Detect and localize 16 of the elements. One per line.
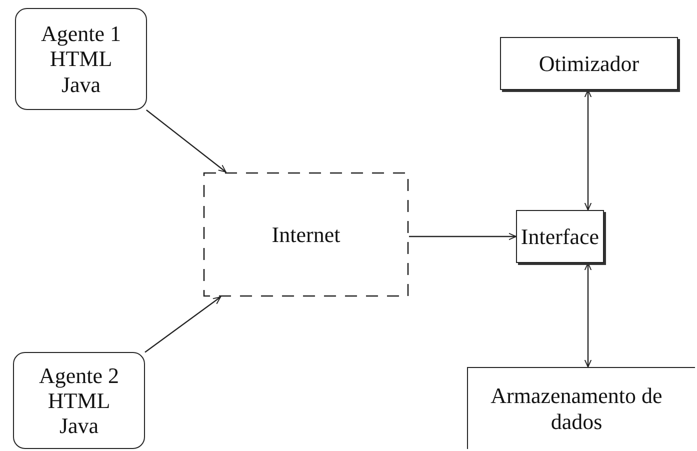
process-box xyxy=(500,37,678,90)
network-box xyxy=(203,172,409,297)
arrow xyxy=(146,110,226,172)
node-label: Agente 2 HTML Java xyxy=(38,362,120,438)
node-label: Interface xyxy=(520,224,600,250)
agent-box xyxy=(13,352,145,449)
arrow xyxy=(409,232,516,240)
node-label: Otimizador xyxy=(538,50,640,76)
agent-box xyxy=(15,8,147,110)
node-label: Agente 1 HTML Java xyxy=(40,21,122,97)
node-label: Armazenamento de dados xyxy=(490,383,664,434)
process-box xyxy=(516,210,604,263)
node-label: Internet xyxy=(272,222,340,248)
arrow xyxy=(584,90,592,210)
arrow xyxy=(584,262,592,368)
arrow xyxy=(144,296,222,353)
